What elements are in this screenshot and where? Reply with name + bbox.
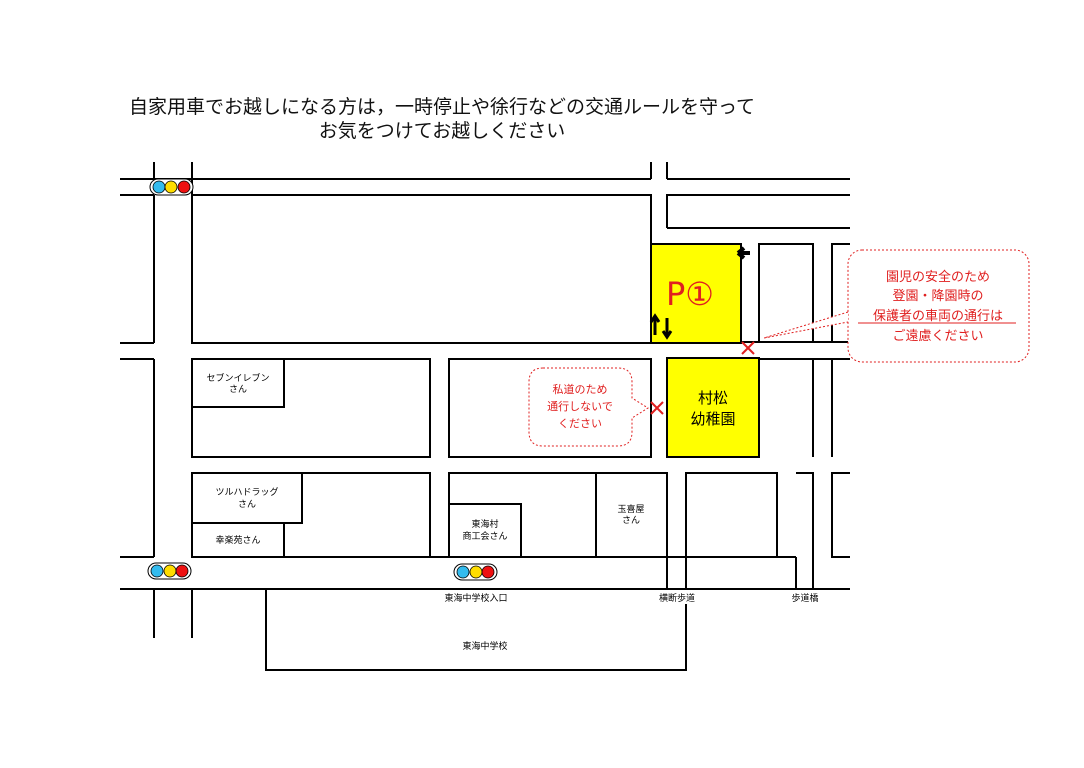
notice-line-2: お気をつけてお越しください <box>318 120 566 142</box>
landmark-shokokai-line2: 商工会さん <box>462 530 507 542</box>
block-seven-eleven <box>191 358 285 408</box>
no-entry-mark <box>650 401 664 415</box>
road-line <box>831 358 850 457</box>
callout-private-road <box>528 367 649 447</box>
arrow-down-icon <box>661 318 673 340</box>
traffic-signal-icon <box>453 563 498 581</box>
callout-safety <box>847 249 1030 363</box>
landmark-kourakuen: 幸楽苑さん <box>215 534 260 546</box>
callout-private-line3: ください <box>558 417 602 430</box>
callout-private-line2: 通行しないで <box>547 400 613 413</box>
road-line <box>758 358 814 457</box>
block <box>448 358 652 458</box>
block-shokokai <box>448 503 522 558</box>
block-large <box>191 194 652 344</box>
no-entry-mark <box>741 341 755 355</box>
callout-pointer <box>763 311 849 339</box>
notice-line-1: 自家用車でお越しになる方は，一時停止や徐行などの交通ルールを守って <box>128 96 756 118</box>
arrow-up-icon <box>649 313 661 335</box>
landmark-shokokai-line1: 東海村 <box>471 518 498 530</box>
callout-safety-line2: 登園・降園時の <box>892 289 983 304</box>
callout-safety-line4: ご遠慮ください <box>892 328 983 344</box>
block <box>685 472 778 558</box>
landmark-seven-eleven-line1: セブンイレブン <box>206 372 269 384</box>
callout-safety-line1: 園児の安全のため <box>886 269 990 285</box>
block-tsuruha <box>191 472 303 524</box>
block <box>448 472 668 558</box>
road-line <box>796 472 814 557</box>
parking-label: P① <box>666 275 714 313</box>
landmark-tamakiya-line1: 玉喜屋 <box>617 503 644 515</box>
kindergarten <box>666 357 760 458</box>
kindergarten-line2: 幼稚園 <box>690 410 735 428</box>
landmark-tsuruha-line2: さん <box>238 499 256 510</box>
landmark-crosswalk: 横断歩道 <box>659 592 695 604</box>
school-block <box>265 589 687 671</box>
landmark-seven-eleven-line2: さん <box>229 384 247 395</box>
road-line <box>831 243 850 343</box>
landmark-tsuruha-line1: ツルハドラッグ <box>215 486 278 498</box>
kindergarten-line1: 村松 <box>698 389 728 407</box>
traffic-signal-icon <box>147 562 192 580</box>
road-line <box>666 194 850 228</box>
callout-private-line1: 私道のため <box>553 382 608 396</box>
landmark-tamakiya-line2: さん <box>622 515 640 526</box>
traffic-signal-icon <box>149 178 194 196</box>
landmark-school: 東海中学校 <box>462 640 507 652</box>
callout-safety-line3: 保護者の車両の通行は <box>873 308 1003 324</box>
landmark-school-entrance: 東海中学校入口 <box>444 592 507 604</box>
landmark-footbridge: 歩道橋 <box>791 592 818 604</box>
arrow-left-icon <box>736 246 750 260</box>
road-line <box>831 472 850 558</box>
